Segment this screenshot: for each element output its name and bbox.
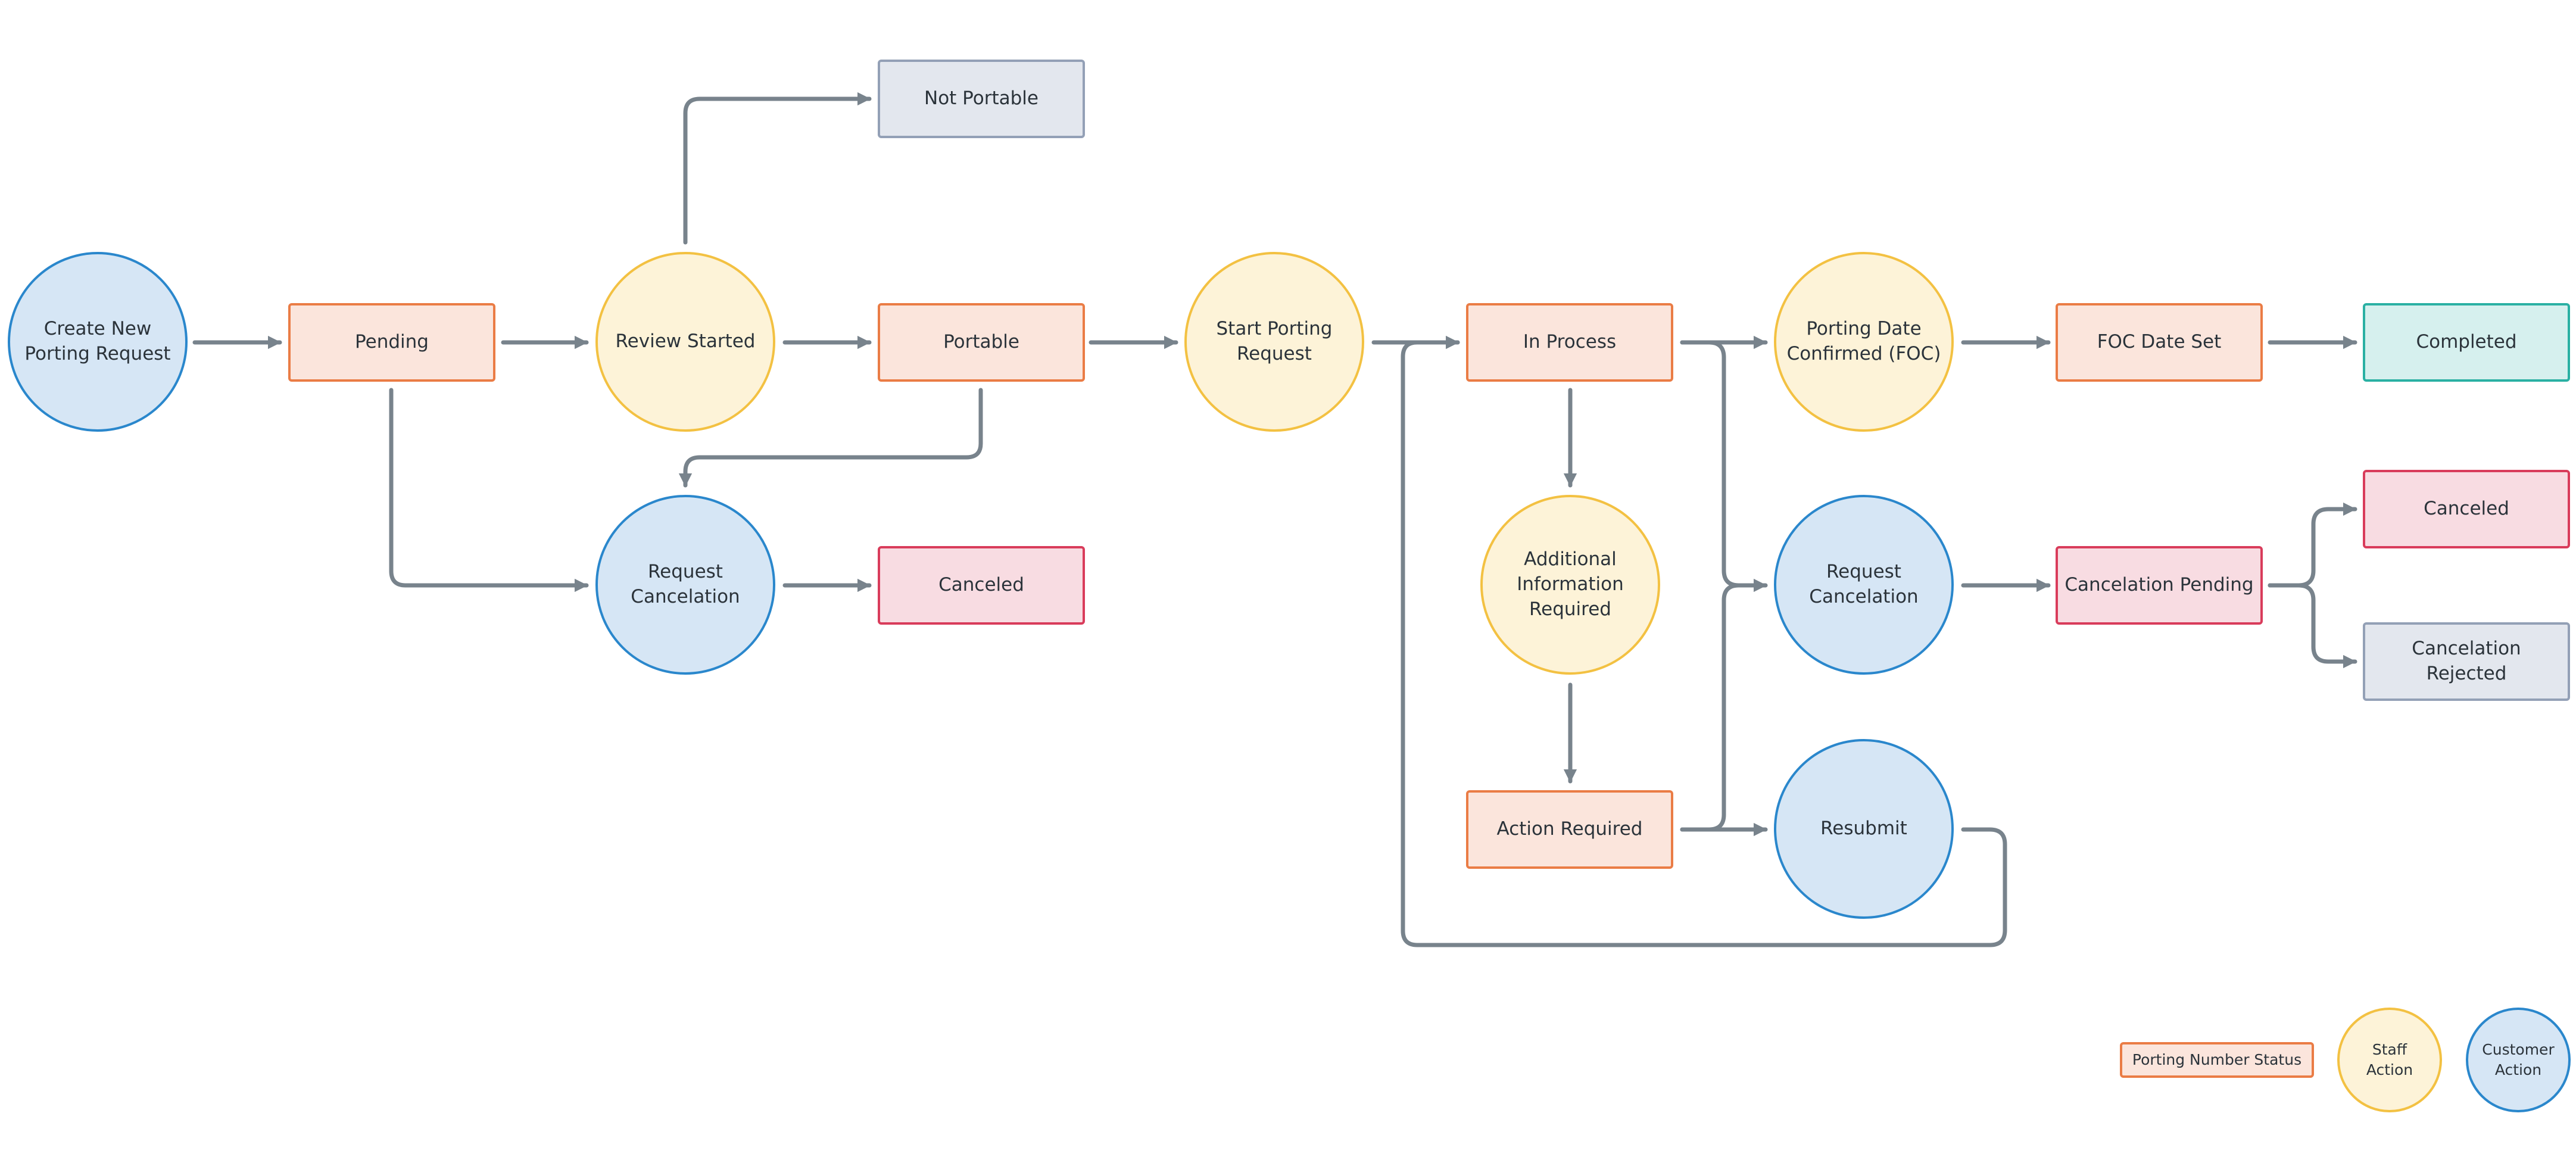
node-canceled-left: Canceled (878, 546, 1085, 625)
edge-pending-to-reqcancel (389, 388, 589, 593)
node-in-process: In Process (1466, 303, 1673, 382)
node-resubmit: Resubmit (1774, 739, 1954, 919)
edge-cancelpending-to-canceled (2268, 502, 2357, 588)
node-pending: Pending (288, 303, 495, 382)
node-cancelation-pending: Cancelation Pending (2056, 546, 2263, 625)
node-porting-date-confirmed: Porting Date Confirmed (FOC) (1774, 252, 1954, 432)
node-not-portable: Not Portable (878, 60, 1085, 138)
node-additional-information-required: Additional Information Required (1480, 495, 1660, 675)
legend-customer-action: Customer Action (2466, 1008, 2571, 1112)
node-review-started: Review Started (595, 252, 775, 432)
edge-actionreq-to-reqcancel (1680, 583, 1741, 832)
edge-cancelpending-to-rejected (2268, 583, 2357, 669)
node-action-required: Action Required (1466, 790, 1673, 869)
legend-staff-action: Staff Action (2337, 1008, 2442, 1112)
edge-review-to-notportable (683, 92, 872, 245)
node-completed: Completed (2363, 303, 2570, 382)
legend-porting-number-status: Porting Number Status (2120, 1042, 2314, 1078)
node-portable: Portable (878, 303, 1085, 382)
node-request-cancelation-right: Request Cancelation (1774, 495, 1954, 675)
edge-inprocess-to-reqcancel (1680, 340, 1768, 593)
node-create-new-porting-request: Create New Porting Request (8, 252, 188, 432)
node-start-porting-request: Start Porting Request (1184, 252, 1364, 432)
node-canceled-right: Canceled (2363, 470, 2570, 548)
edge-portable-to-reqcancel (678, 388, 983, 488)
node-request-cancelation-left: Request Cancelation (595, 495, 775, 675)
edge-resubmit-to-inprocess (1401, 335, 2007, 947)
node-cancelation-rejected: Cancelation Rejected (2363, 622, 2570, 701)
node-foc-date-set: FOC Date Set (2056, 303, 2263, 382)
